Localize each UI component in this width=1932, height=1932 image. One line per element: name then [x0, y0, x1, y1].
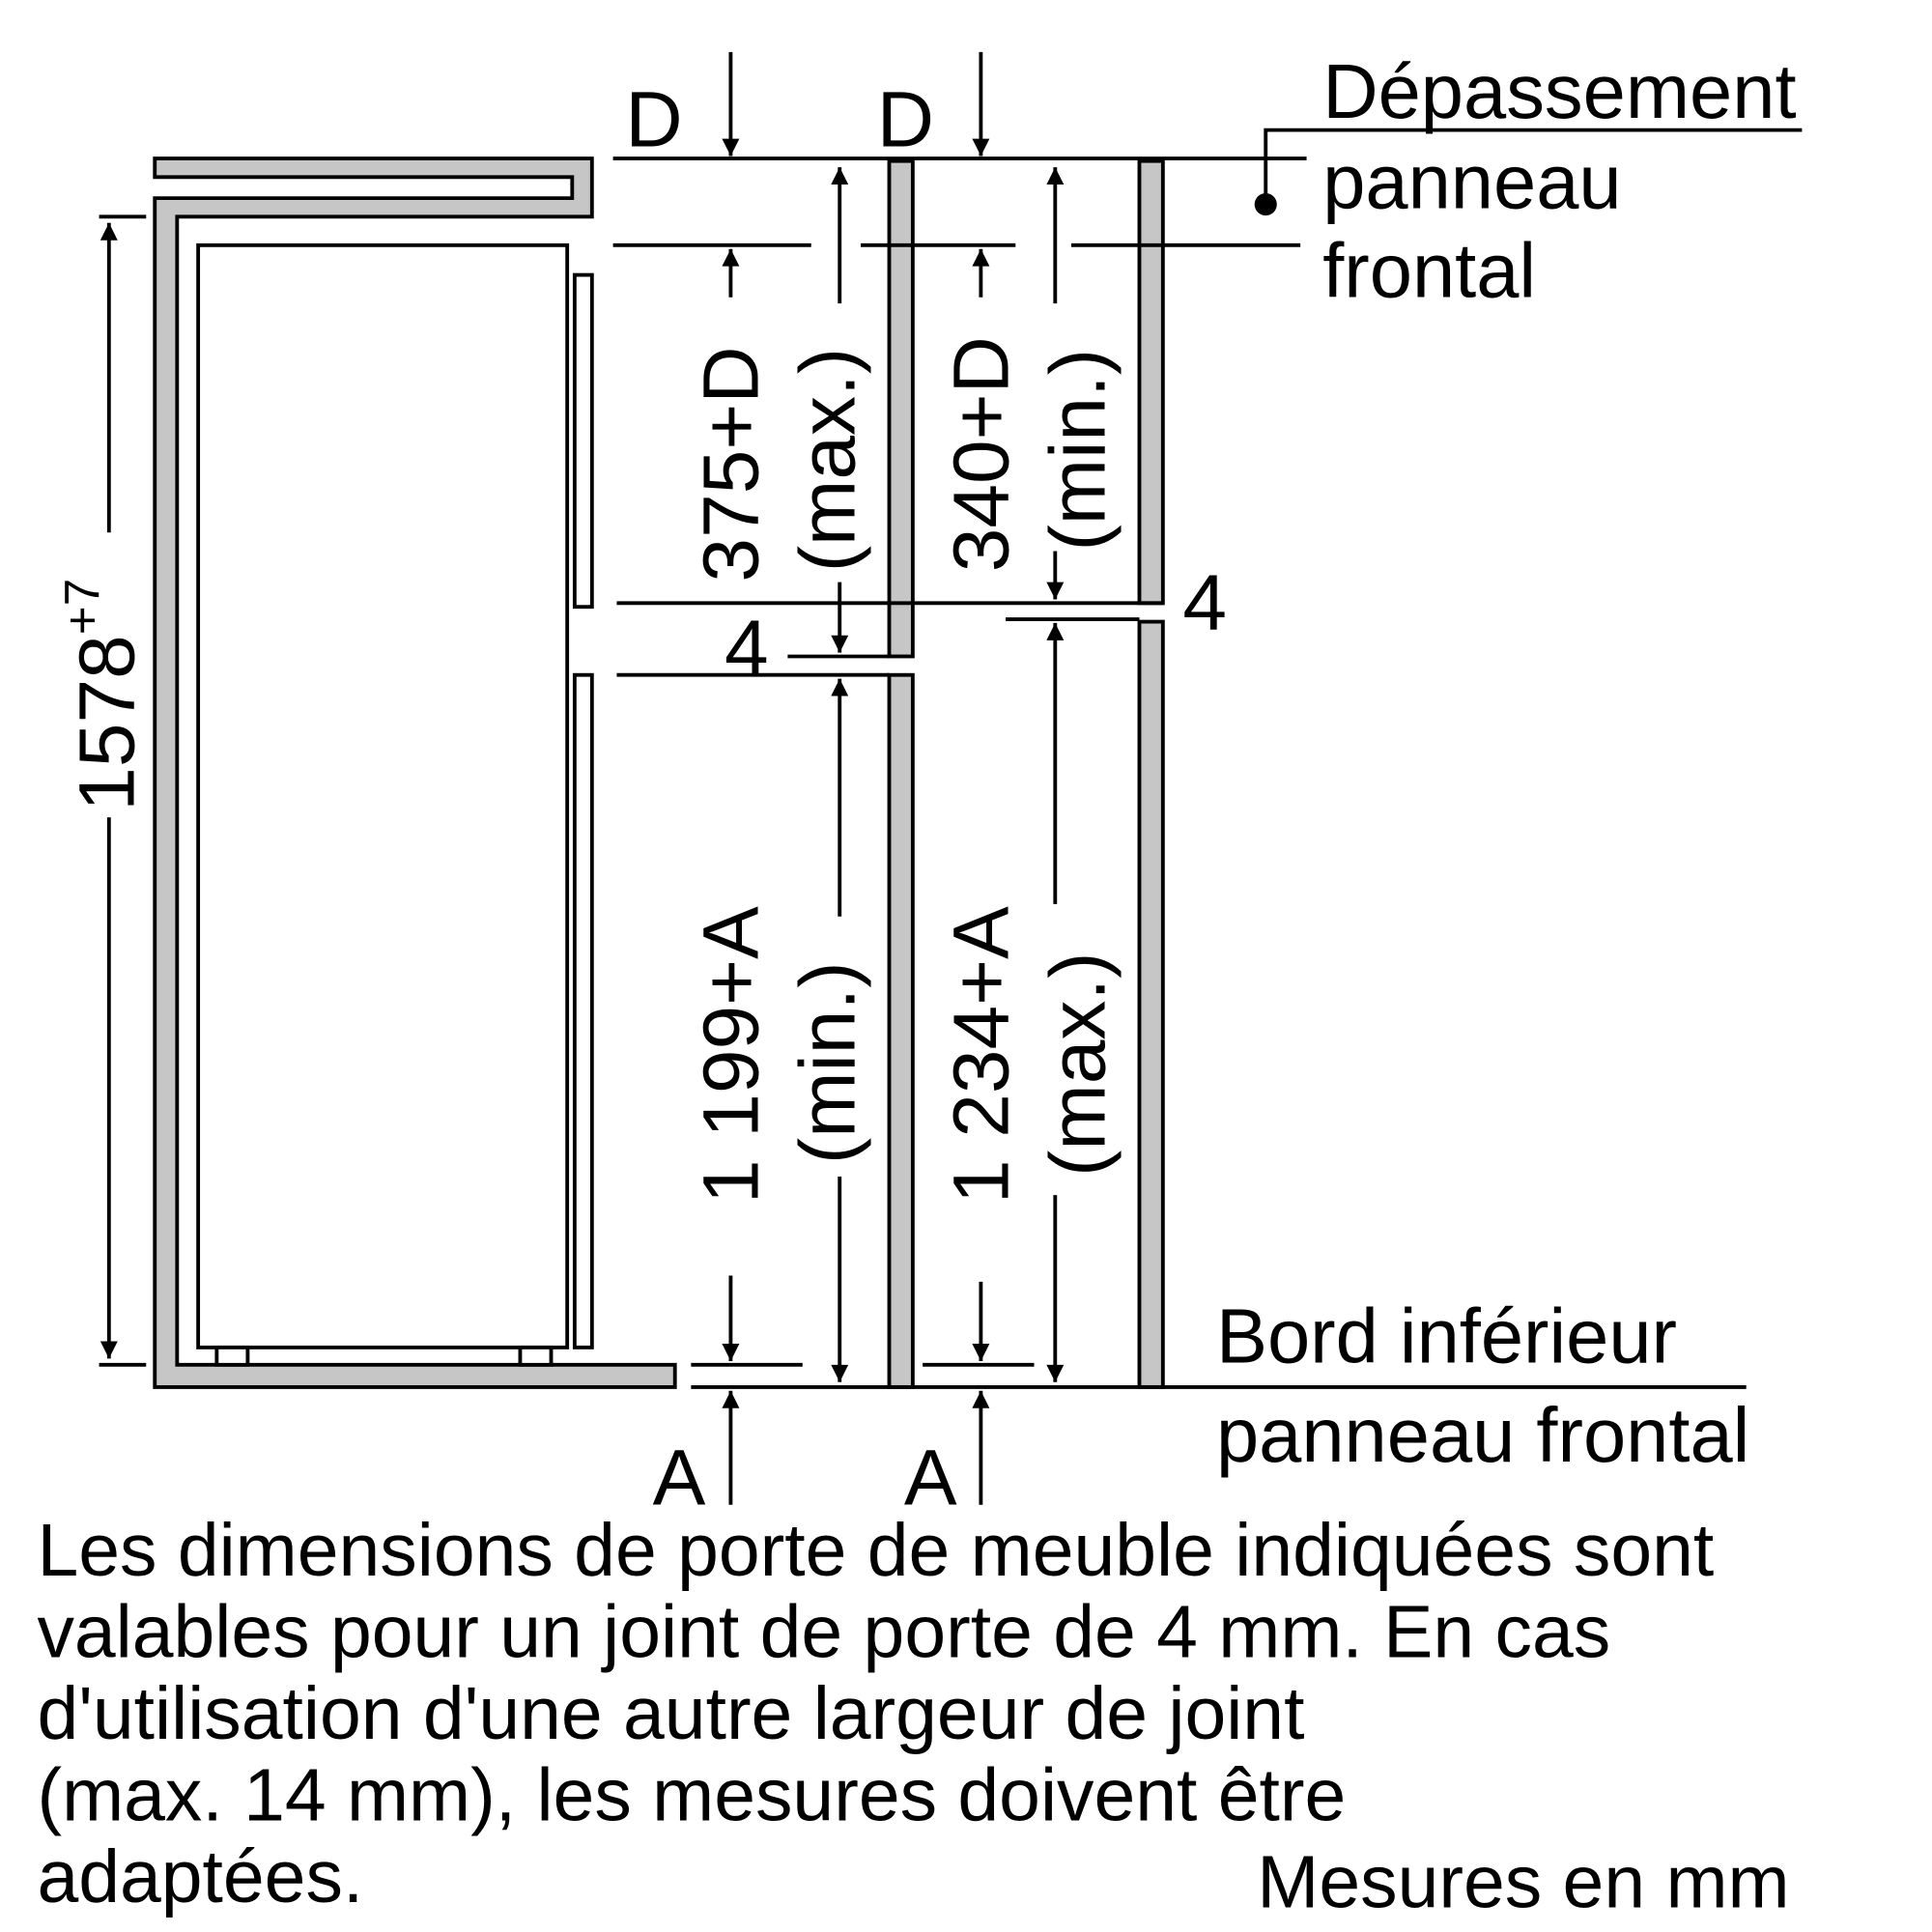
appliance-door-upper	[572, 272, 594, 610]
label-upper-door-2: 340+D	[938, 336, 1026, 572]
note-line-2: valables pour un joint de porte de 4 mm.…	[37, 1590, 1610, 1673]
label-bottom-edge-1: Bord inférieur	[1216, 1293, 1677, 1378]
label-upper-door-2-qual: (min.)	[1035, 349, 1122, 552]
furniture-panel-lower-2	[1137, 619, 1165, 1389]
height-value: 1578	[63, 635, 151, 811]
label-height-1578: 1578+7	[55, 579, 152, 811]
label-overhang-2: panneau	[1322, 138, 1621, 224]
label-overhang-3: frontal	[1322, 228, 1536, 314]
label-upper-door-1-qual: (max.)	[784, 348, 872, 572]
label-upper-door-1: 375+D	[688, 347, 776, 582]
label-a-1: A	[653, 1435, 706, 1522]
label-gap-2: 4	[1182, 558, 1227, 646]
label-lower-door-1-qual: (min.)	[784, 961, 872, 1164]
label-gap-1: 4	[724, 605, 769, 693]
appliance-foot-left	[214, 1345, 250, 1367]
furniture-panel-upper-1	[887, 158, 915, 659]
appliance-body	[196, 242, 570, 1350]
note-line-4: (max. 14 mm), les mesures doivent être	[37, 1754, 1346, 1837]
label-bottom-edge-2: panneau frontal	[1216, 1392, 1749, 1478]
appliance-foot-right	[518, 1345, 554, 1367]
cabinet-niche	[153, 156, 677, 1389]
furniture-panel-upper-2	[1137, 158, 1165, 606]
note-line-1: Les dimensions de porte de meuble indiqu…	[37, 1509, 1714, 1592]
note-line-3: d'utilisation d'une autre largeur de joi…	[37, 1672, 1304, 1755]
label-a-2: A	[904, 1435, 957, 1522]
reference-lines	[99, 128, 1803, 1389]
label-lower-door-2: 1 234+A	[938, 906, 1026, 1204]
note-line-5: adaptées.	[37, 1835, 363, 1918]
height-tolerance: +7	[55, 579, 110, 635]
furniture-panel-lower-1	[887, 672, 915, 1389]
overhang-leader-dot	[1254, 193, 1277, 216]
label-lower-door-2-qual: (max.)	[1035, 952, 1122, 1176]
units-label: Mesures en mm	[1257, 1840, 1789, 1923]
appliance-door-lower	[572, 672, 594, 1350]
label-overhang-1: Dépassement	[1322, 48, 1796, 134]
label-d-2: D	[877, 75, 934, 163]
label-lower-door-1: 1 199+A	[688, 906, 776, 1204]
dimension-arrows	[99, 51, 1065, 1505]
label-d-1: D	[625, 75, 682, 163]
